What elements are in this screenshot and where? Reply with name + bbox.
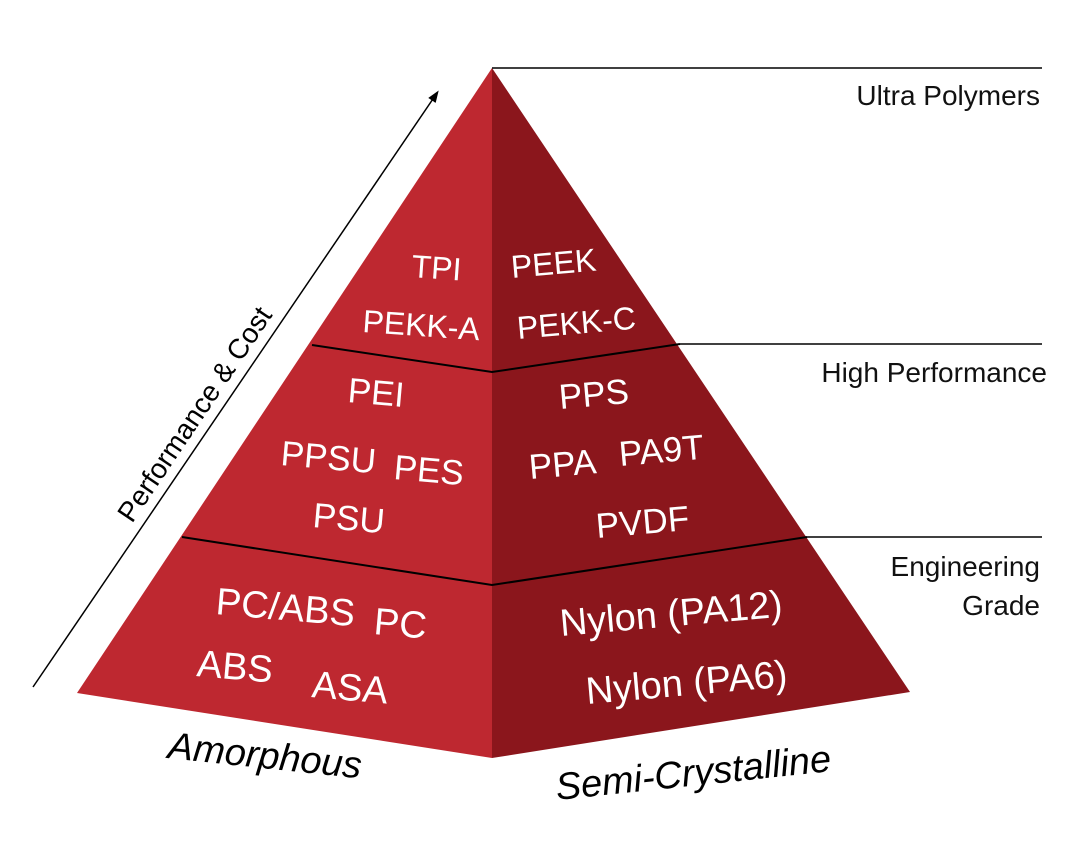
material-label: PES xyxy=(392,448,465,493)
pyramid-left-face xyxy=(77,68,492,758)
material-label: PA9T xyxy=(617,428,705,474)
tier-label-ultra: Ultra Polymers xyxy=(856,80,1040,111)
material-label: PVDF xyxy=(594,499,690,546)
base-label-amorphous: Amorphous xyxy=(164,725,364,787)
tier-label-grade: Grade xyxy=(962,590,1040,621)
tier-label-engineering: Engineering xyxy=(891,551,1040,582)
tier-label-high: High Performance xyxy=(821,357,1047,388)
performance-cost-arrow xyxy=(32,90,439,688)
material-label: PEKK-A xyxy=(362,303,482,347)
material-label: PPS xyxy=(557,372,630,417)
tier-divider-upper xyxy=(311,343,681,374)
material-label: PC xyxy=(372,601,428,647)
material-label: ASA xyxy=(310,664,390,713)
material-label: PPA xyxy=(527,442,598,487)
pyramid-right-face xyxy=(492,68,910,758)
material-label: PEEK xyxy=(509,242,597,285)
base-label-semi-crystalline: Semi-Crystalline xyxy=(554,738,833,809)
material-label: TPI xyxy=(411,248,463,287)
material-label: PEI xyxy=(346,371,406,415)
material-label: ABS xyxy=(195,643,274,691)
material-label: PPSU xyxy=(279,434,377,481)
tier-divider-lower xyxy=(181,536,808,587)
material-label: PSU xyxy=(311,496,386,541)
